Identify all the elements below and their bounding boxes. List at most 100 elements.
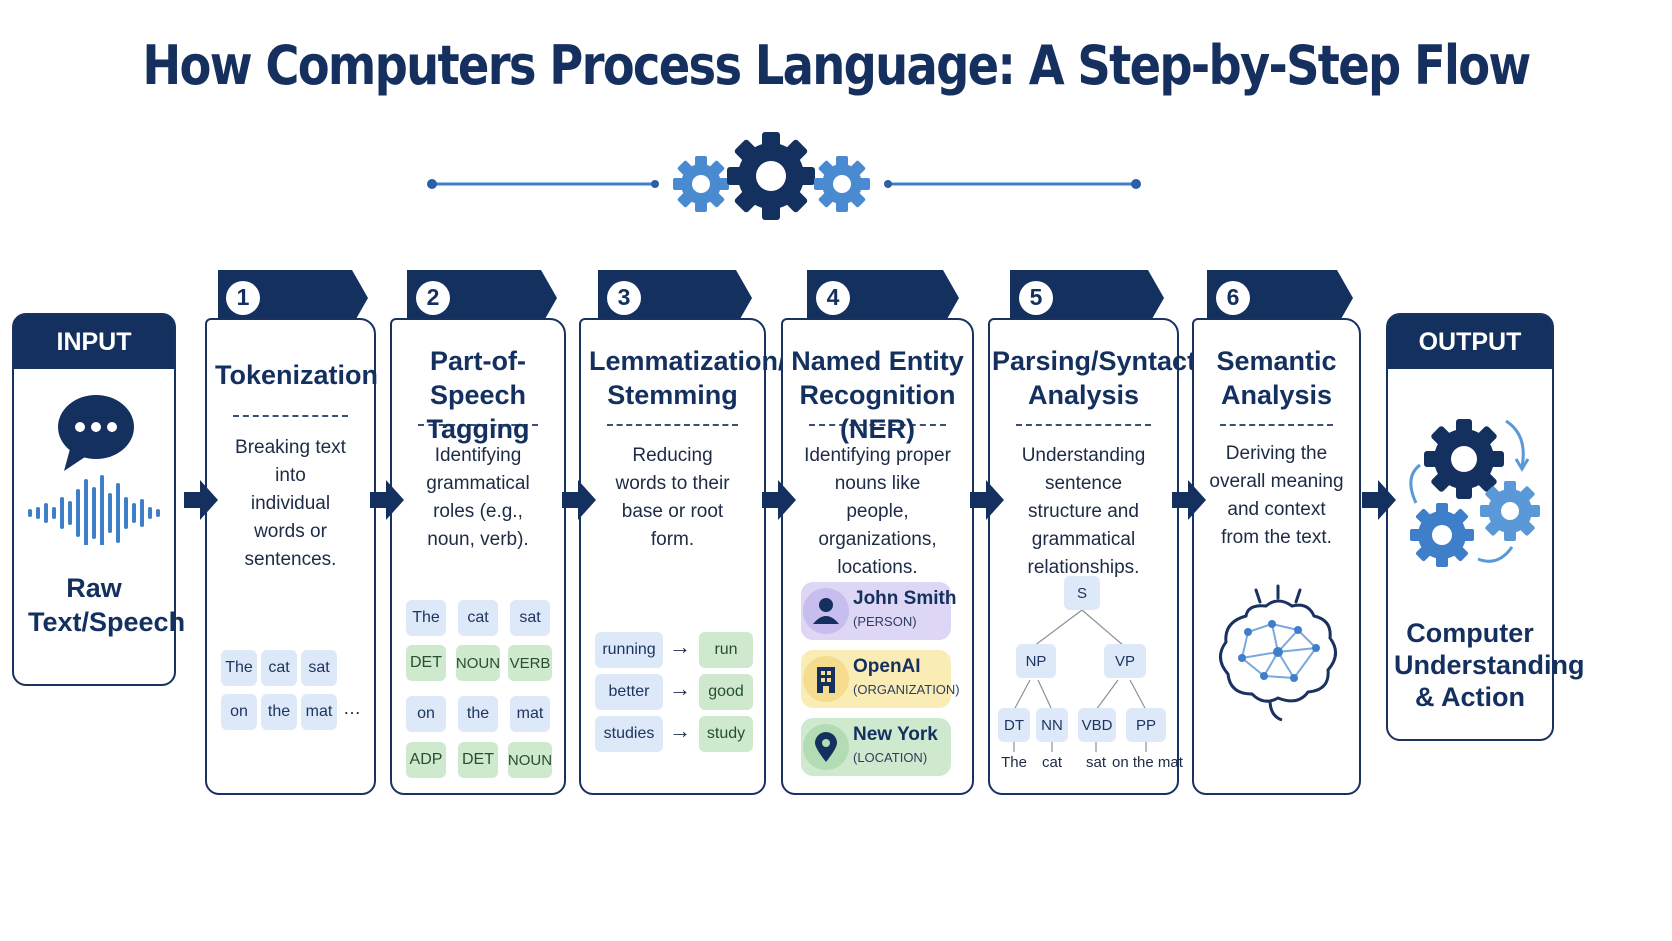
step-6-divider	[1220, 424, 1333, 426]
output-label: Computer Understanding & Action	[1394, 618, 1585, 712]
parse-node: NN	[1036, 708, 1068, 742]
step-1-number: 1	[236, 284, 250, 310]
output-card: OUTPUT	[1386, 313, 1585, 741]
entity-location: New York (LOCATION)	[801, 718, 951, 776]
flow-arrow-icon	[184, 480, 218, 520]
gear-icon	[673, 156, 729, 212]
pos-word-chip: the	[458, 696, 498, 732]
step-4-description: Identifying proper nouns like people, or…	[804, 445, 951, 578]
token-ellipsis: …	[343, 698, 361, 718]
pos-word-chip: on	[406, 696, 446, 732]
step-6-description: Deriving the overall meaning and context…	[1209, 443, 1344, 548]
step-2-banner	[407, 270, 557, 326]
pos-word-chip: cat	[458, 600, 498, 636]
token-chip: the	[261, 694, 297, 730]
pos-tag-chip: DET	[406, 645, 446, 681]
step-2-number: 2	[426, 284, 440, 310]
step-3-banner	[598, 270, 752, 326]
step-6-banner	[1207, 270, 1353, 326]
sound-wave-icon	[28, 475, 160, 545]
step-1-description: Breaking text into individual words or s…	[235, 437, 346, 570]
step-4-banner	[807, 270, 959, 326]
entity-type: (ORGANIZATION)	[853, 682, 960, 697]
entity-name: New York	[853, 724, 938, 745]
page-title: How Computers Process Language: A Step-b…	[142, 34, 1531, 97]
step-3-divider	[607, 424, 738, 426]
title-decoration	[427, 132, 1141, 220]
step-5-title: Parsing/Syntactic Analysis	[992, 346, 1219, 410]
pos-word-chip: The	[406, 600, 446, 636]
input-card: INPUT Raw Text/Spe	[12, 313, 186, 686]
step-2-card: Part-of-Speech Tagging Identifying gramm…	[390, 318, 566, 795]
step-5-number: 5	[1029, 284, 1043, 310]
flow-arrow-icon	[1172, 480, 1206, 520]
step-4-divider	[809, 424, 946, 426]
step-5-divider	[1016, 424, 1151, 426]
step-3-description: Reducing words to their base or root for…	[615, 445, 730, 550]
step-2-divider	[418, 424, 538, 426]
decor-dot-right	[1131, 179, 1141, 189]
step-3-number: 3	[617, 284, 631, 310]
entity-name: OpenAI	[853, 656, 921, 677]
output-header: OUTPUT	[1388, 315, 1552, 369]
token-chip: mat	[301, 694, 337, 730]
lemma-target-chip: run	[699, 632, 753, 668]
entity-type: (PERSON)	[853, 614, 917, 629]
lemma-target-chip: good	[699, 674, 753, 710]
parse-node: NP	[1016, 644, 1056, 678]
building-icon	[803, 656, 849, 702]
parse-node: VP	[1104, 644, 1146, 678]
parse-node: PP	[1126, 708, 1166, 742]
input-label: Raw Text/Speech	[28, 573, 186, 637]
step-2-title: Part-of-Speech Tagging	[426, 346, 530, 444]
step-1-title: Tokenization	[215, 360, 379, 390]
pos-tag-chip: NOUN	[456, 645, 500, 681]
decor-dot-left	[427, 179, 437, 189]
speech-bubble-icon	[58, 395, 134, 471]
token-chip: The	[221, 650, 257, 686]
parse-word: sat	[1085, 754, 1106, 771]
step-1-card: Tokenization Breaking text into individu…	[205, 318, 379, 795]
parse-word: cat	[1041, 754, 1062, 771]
entity-name: John Smith	[853, 588, 957, 609]
step-5-card: Parsing/Syntactic Analysis Understanding…	[988, 318, 1219, 795]
flow-arrow-icon	[1362, 480, 1396, 520]
parse-word: The	[1001, 754, 1027, 771]
flow-arrow-icon	[370, 480, 404, 520]
lemma-arrow: →	[669, 634, 691, 659]
flow-arrow-icon	[970, 480, 1004, 520]
step-5-description: Understanding sentence structure and gra…	[1021, 445, 1146, 578]
step-6-card: Semantic Analysis Deriving the overall m…	[1192, 318, 1361, 795]
entity-organization: OpenAI (ORGANIZATION)	[801, 650, 960, 708]
pos-tag-chip: NOUN	[508, 742, 552, 778]
pos-tag-chip: VERB	[508, 645, 552, 681]
token-chip: cat	[261, 650, 297, 686]
token-chip: sat	[301, 650, 337, 686]
step-6-title: Semantic Analysis	[1216, 346, 1337, 410]
lemma-arrow: →	[669, 676, 691, 701]
step-3-title: Lemmatization/ Stemming	[589, 346, 786, 410]
person-icon	[803, 588, 849, 634]
location-pin-icon	[803, 724, 849, 770]
pos-word-chip: sat	[510, 600, 550, 636]
gears-cycle-icon	[1409, 419, 1540, 567]
brain-network-icon	[1219, 584, 1337, 722]
step-1-banner	[218, 270, 368, 326]
token-chip: on	[221, 694, 257, 730]
flow-arrow-icon	[562, 480, 596, 520]
pos-word-chip: mat	[510, 696, 550, 732]
lemma-source-chip: running	[595, 632, 663, 668]
parse-node: DT	[998, 708, 1030, 742]
gear-icon	[727, 132, 815, 220]
step-5-banner	[1010, 270, 1164, 326]
step-4-number: 4	[826, 284, 840, 310]
lemma-source-chip: better	[595, 674, 663, 710]
lemma-source-chip: studies	[595, 716, 663, 752]
parse-node-root: S	[1064, 576, 1100, 610]
lemma-arrow: →	[669, 718, 691, 743]
lemma-target-chip: study	[699, 716, 753, 752]
step-3-card: Lemmatization/ Stemming Reducing words t…	[579, 318, 786, 795]
pos-tag-chip: ADP	[406, 742, 446, 778]
step-6-number: 6	[1226, 284, 1240, 310]
